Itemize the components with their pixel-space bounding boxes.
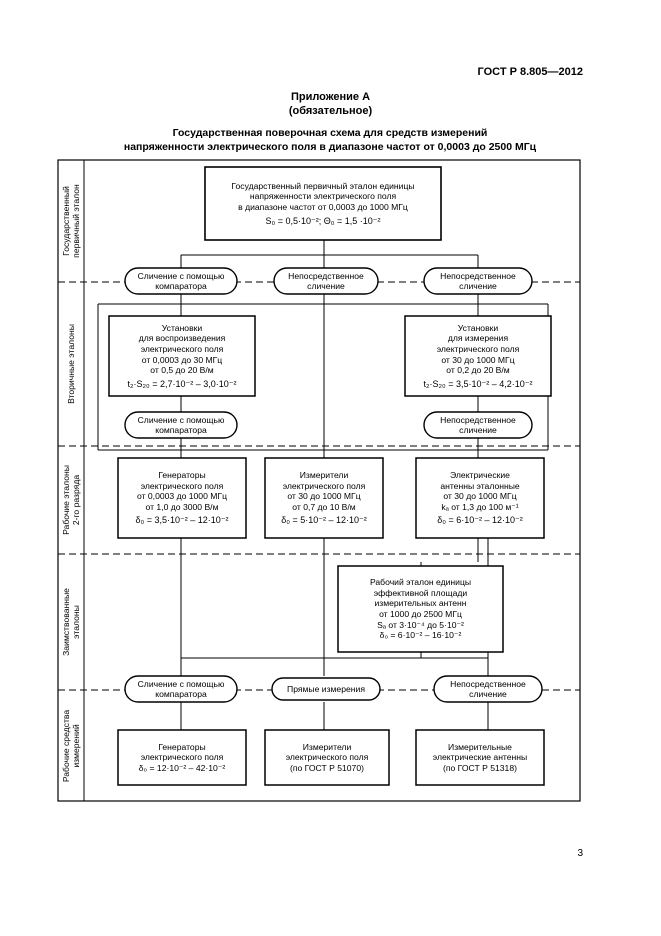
oval-top-direct-comparison-text: Непосредственное сличение <box>288 271 364 291</box>
side-label-secondary: Вторичные эталоны <box>66 324 76 404</box>
oval-bottom-comparator <box>124 675 238 703</box>
oval-top-comparator <box>124 267 238 295</box>
secondary-left-box <box>108 315 256 397</box>
primary-standard-box <box>204 166 442 241</box>
scheme-caption-line1: Государственная поверочная схема для сре… <box>172 127 488 139</box>
oval-top-comparator-text: Сличение с помощью компаратора <box>137 271 225 291</box>
secondary-right-box <box>404 315 552 397</box>
appendix-title: Приложение А <box>290 91 371 103</box>
secondary-right-text: Установки для измерения электрического п… <box>423 322 533 389</box>
oval-bottom-comparator-text: Сличение с помощью компаратора <box>137 679 225 699</box>
oval-bottom-direct-measurement <box>271 677 381 701</box>
instruments-right-text: Измерительные электрические антенны (по … <box>432 741 528 773</box>
working-left-box <box>117 457 247 539</box>
oval-middle-comparator <box>124 411 238 439</box>
connector-lines <box>97 240 549 730</box>
side-label-replaceable: Заимствованные эталоны <box>61 588 82 656</box>
instruments-middle-text: Измерители электрического поля (по ГОСТ … <box>285 741 369 773</box>
oval-top-direct-comparison <box>273 267 379 295</box>
appendix-status: (обязательное) <box>288 105 373 117</box>
oval-top-direct-comparison-right-text: Непосредственное сличение <box>440 271 516 291</box>
oval-middle-direct-comparison-text: Непосредственное сличение <box>440 415 516 435</box>
oval-bottom-direct-measurement-text: Прямые измерения <box>287 684 365 694</box>
side-label-primary: Государственный первичный эталон <box>61 184 81 258</box>
instruments-right-box <box>415 729 545 786</box>
working-middle-box <box>264 457 384 539</box>
method-ovals <box>124 267 543 703</box>
oval-bottom-direct-comparison-text: Непосредственное сличение <box>450 679 526 699</box>
primary-standard-formula: S₀ = 0,5·10⁻²; Θ₀ = 1,5 ·10⁻² <box>265 215 381 226</box>
scheme-frame <box>57 159 581 802</box>
oval-bottom-direct-comparison <box>433 675 543 703</box>
working-left-text: Генераторы электрического поля от 0,0003… <box>135 470 229 526</box>
working-middle-text: Измерители электрического поля от 30 до … <box>281 470 367 526</box>
document-code: ГОСТ Р 8.805—2012 <box>477 66 583 78</box>
borrowed-standard-box <box>337 565 504 653</box>
instruments-middle-box <box>264 729 390 786</box>
oval-middle-direct-comparison <box>423 411 533 439</box>
secondary-left-text: Установки для воспроизведения электричес… <box>127 322 237 389</box>
standard-boxes <box>108 166 552 786</box>
page-number: 3 <box>577 848 583 859</box>
borrowed-standard-text: Рабочий эталон единицы эффективной площа… <box>369 577 472 641</box>
oval-middle-comparator-text: Сличение с помощью компаратора <box>137 415 225 435</box>
oval-top-direct-comparison-right <box>423 267 533 295</box>
instruments-left-box <box>117 729 247 786</box>
side-label-working-standards: Рабочие эталоны 2-го разряда <box>61 465 81 535</box>
scheme-caption-line2: напряженности электрического поля в диап… <box>123 141 537 153</box>
instruments-left-text: Генераторы электрического поля δ₀ = 12·1… <box>138 741 226 773</box>
working-right-text: Электрические антенны эталонные от 30 до… <box>437 470 523 526</box>
working-right-box <box>415 457 545 539</box>
primary-standard-text: Государственный первичный эталон единицы… <box>231 180 415 226</box>
side-label-instruments: Рабочие средства измерений <box>61 709 82 782</box>
